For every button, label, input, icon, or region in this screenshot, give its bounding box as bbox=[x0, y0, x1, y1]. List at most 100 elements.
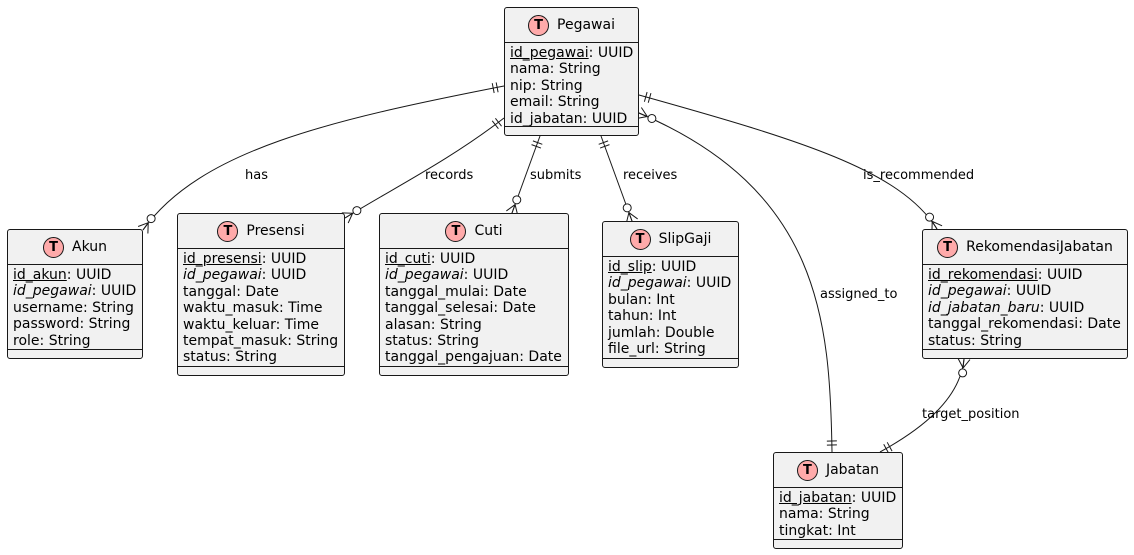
attribute-name: jumlah bbox=[608, 324, 656, 341]
attribute-row: password: String bbox=[13, 316, 137, 332]
attribute-type: : String bbox=[226, 349, 277, 366]
attribute-type: : UUID bbox=[686, 275, 732, 292]
primary-key-name: id_jabatan bbox=[779, 490, 852, 506]
attribute-type: : UUID bbox=[1037, 267, 1083, 283]
attribute-row: tanggal: Date bbox=[183, 284, 339, 300]
attribute-type: : UUID bbox=[66, 267, 112, 283]
primary-key-name: id_slip bbox=[608, 259, 652, 275]
entity-header: T Jabatan bbox=[774, 453, 902, 488]
attribute-row: tahun: Int bbox=[608, 308, 733, 324]
attribute-name: tanggal_mulai bbox=[385, 283, 485, 300]
attribute-row: tanggal_rekomendasi: Date bbox=[928, 316, 1122, 332]
attribute-type: : Int bbox=[828, 522, 856, 539]
attribute-row: waktu_keluar: Time bbox=[183, 317, 339, 333]
attribute-type: : Date bbox=[1078, 316, 1121, 333]
attribute-name: tanggal_pengajuan bbox=[385, 349, 520, 366]
attribute-row: id_pegawai: UUID bbox=[183, 267, 339, 283]
table-icon: T bbox=[796, 459, 818, 481]
attribute-row: id_pegawai: UUID bbox=[13, 283, 137, 299]
entity-footer-divider bbox=[774, 539, 902, 540]
entity-name: Presensi bbox=[246, 223, 305, 239]
attribute-name: username bbox=[13, 299, 83, 316]
entity-name: Cuti bbox=[474, 223, 503, 239]
attribute-type: : UUID bbox=[463, 267, 509, 284]
entity-header: T Presensi bbox=[178, 214, 344, 249]
table-icon: T bbox=[937, 236, 959, 258]
attribute-type: : String bbox=[428, 333, 479, 350]
rel-label-receives: receives bbox=[623, 168, 678, 183]
attribute-type: : UUID bbox=[1039, 299, 1085, 316]
attribute-type: : UUID bbox=[651, 259, 697, 275]
entity-name: Akun bbox=[72, 239, 107, 255]
attribute-name: tanggal bbox=[183, 283, 237, 300]
attribute-row: alasan: String bbox=[385, 317, 563, 333]
entity-name: Jabatan bbox=[825, 462, 880, 478]
entity-footer-divider bbox=[603, 358, 738, 359]
foreign-key-name: id_jabatan_baru bbox=[928, 299, 1040, 316]
table-icon: T bbox=[217, 220, 239, 242]
attribute-type: : UUID bbox=[1006, 283, 1052, 300]
attribute-row: id_pegawai: UUID bbox=[928, 283, 1122, 299]
primary-key-name: id_akun bbox=[13, 267, 67, 283]
attribute-row: nama: String bbox=[510, 61, 633, 77]
entity-footer-divider bbox=[178, 366, 344, 367]
primary-key-name: id_cuti bbox=[385, 251, 431, 267]
foreign-key-name: id_pegawai bbox=[385, 267, 464, 284]
attribute-type: : UUID bbox=[851, 490, 897, 506]
rel-label-has: has bbox=[245, 168, 268, 183]
attribute-type: : UUID bbox=[261, 251, 307, 267]
attribute-type: : String bbox=[818, 506, 870, 523]
attribute-row: id_presensi: UUID bbox=[183, 251, 339, 267]
attribute-row: file_url: String bbox=[608, 341, 733, 357]
foreign-key-name: id_pegawai bbox=[928, 283, 1007, 300]
relationship-is-recommended bbox=[638, 91, 943, 233]
attribute-row: waktu_masuk: Time bbox=[183, 300, 339, 316]
attribute-row: jumlah: Double bbox=[608, 325, 733, 341]
attribute-row: bulan: Int bbox=[608, 292, 733, 308]
entity-name: Pegawai bbox=[557, 17, 615, 33]
attribute-name: bulan bbox=[608, 291, 648, 308]
attribute-name: nama bbox=[510, 61, 550, 78]
attribute-name: role bbox=[13, 332, 40, 349]
attribute-type: : Int bbox=[648, 308, 677, 325]
attribute-name: password bbox=[13, 316, 80, 333]
attribute-type: : UUID bbox=[91, 283, 137, 300]
attribute-name: nip bbox=[510, 77, 532, 94]
attribute-name: tanggal_rekomendasi bbox=[928, 316, 1079, 333]
table-icon: T bbox=[43, 236, 64, 258]
attribute-row: id_jabatan: UUID bbox=[510, 111, 633, 127]
rel-label-is-recommended: is_recommended bbox=[863, 168, 975, 183]
attribute-name: email bbox=[510, 94, 549, 111]
attribute-type: : String bbox=[971, 332, 1022, 349]
relationship-records bbox=[341, 117, 505, 224]
attribute-name: status bbox=[385, 333, 429, 350]
attribute-name: nama bbox=[779, 506, 819, 523]
attribute-type: : Double bbox=[655, 324, 715, 341]
attribute-name: alasan bbox=[385, 316, 431, 333]
entity-footer-divider bbox=[8, 349, 142, 350]
attribute-name: tingkat bbox=[779, 522, 829, 539]
attribute-type: : Date bbox=[484, 283, 527, 300]
primary-key-name: id_pegawai bbox=[510, 45, 589, 61]
attribute-row: email: String bbox=[510, 94, 633, 110]
entity-footer-divider bbox=[923, 349, 1127, 350]
foreign-key-name: id_pegawai bbox=[13, 283, 92, 300]
attribute-type: : String bbox=[83, 299, 134, 316]
attribute-row: tanggal_selesai: Date bbox=[385, 300, 563, 316]
attribute-name: status bbox=[928, 332, 972, 349]
attribute-row: id_pegawai: UUID bbox=[385, 267, 563, 283]
entity-header: T Akun bbox=[8, 230, 142, 265]
